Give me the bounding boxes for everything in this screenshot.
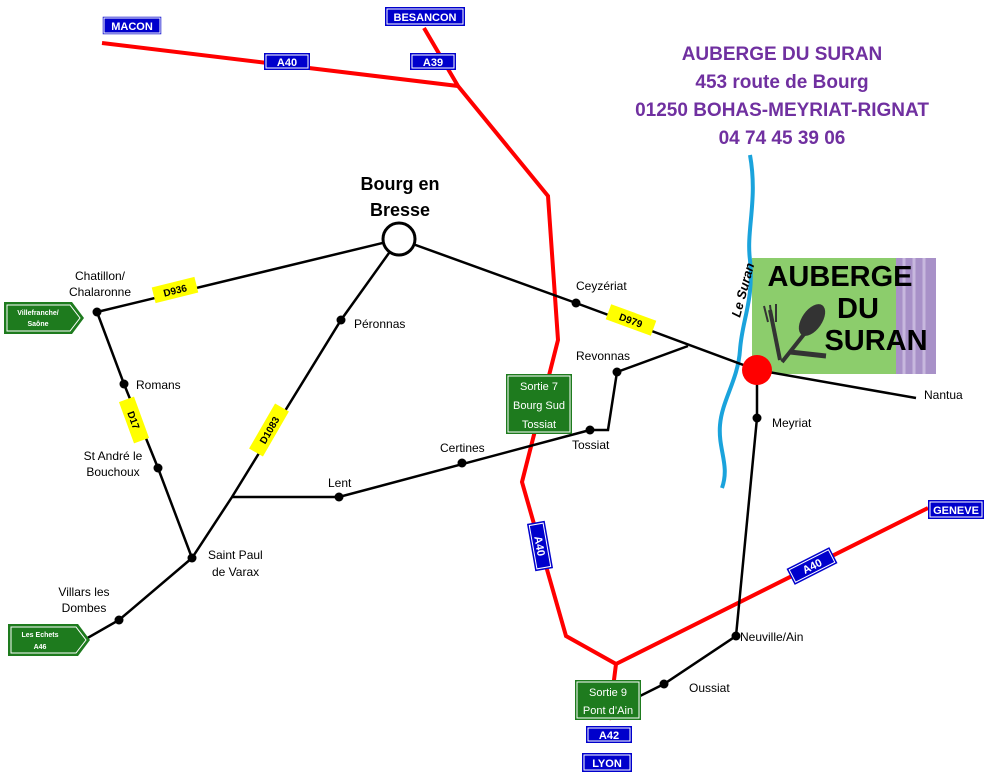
logo-line2: DU xyxy=(837,293,879,325)
svg-text:A40: A40 xyxy=(531,535,546,557)
sign-exit-9: Sortie 9 Pont d’Ain xyxy=(575,680,641,720)
label-chatillon-line2: Chalaronne xyxy=(69,285,131,299)
svg-text:Villefranche/: Villefranche/ xyxy=(17,310,59,317)
dot-peronnas xyxy=(336,315,346,325)
sign-d979: D979 xyxy=(605,304,657,336)
label-meyriat: Meyriat xyxy=(772,416,812,430)
cutlery-icon xyxy=(763,304,827,364)
svg-text:A40: A40 xyxy=(277,57,297,69)
a40-east-highway xyxy=(615,506,929,666)
dot-certines xyxy=(457,458,467,468)
svg-text:A39: A39 xyxy=(423,57,443,69)
label-tossiat: Tossiat xyxy=(572,438,610,452)
auberge-logo: AUBERGE DU SURAN xyxy=(752,258,936,374)
dot-oussiat xyxy=(659,679,669,689)
dot-neuville xyxy=(731,631,741,641)
address-name: AUBERGE DU SURAN xyxy=(682,44,883,65)
sign-lyon: LYON xyxy=(582,753,632,772)
label-certines: Certines xyxy=(440,441,485,455)
sign-macon: MACON xyxy=(101,15,163,36)
address-block: AUBERGE DU SURAN 453 route de Bourg 0125… xyxy=(635,44,929,149)
label-neuville: Neuville/Ain xyxy=(740,630,803,644)
sign-villefranche: Villefranche/ Saône xyxy=(4,302,84,334)
label-saint-paul-line2: de Varax xyxy=(212,565,259,579)
road-d979 xyxy=(398,237,917,400)
label-oussiat: Oussiat xyxy=(689,681,730,695)
label-villars-line2: Dombes xyxy=(62,601,107,615)
dot-saint-paul xyxy=(187,553,197,563)
svg-text:LYON: LYON xyxy=(592,758,622,770)
label-bourg-line2: Bresse xyxy=(370,200,430,220)
dot-revonnas xyxy=(612,367,622,377)
label-chatillon-line1: Chatillon/ xyxy=(75,269,126,283)
label-lent: Lent xyxy=(328,476,352,490)
road-d1083 xyxy=(83,238,401,642)
svg-text:Bourg Sud: Bourg Sud xyxy=(513,400,565,412)
svg-text:A46: A46 xyxy=(34,644,47,651)
svg-text:A42: A42 xyxy=(599,730,619,742)
svg-text:Les Echets: Les Echets xyxy=(22,632,59,639)
address-city: 01250 BOHAS-MEYRIAT-RIGNAT xyxy=(635,100,929,121)
sign-besancon: BESANCON xyxy=(385,7,465,26)
sign-a40-east: A40 xyxy=(786,547,838,585)
dot-tossiat xyxy=(585,425,595,435)
svg-text:Tossiat: Tossiat xyxy=(522,419,556,431)
svg-text:Sortie 7: Sortie 7 xyxy=(520,381,558,393)
address-phone: 04 74 45 39 06 xyxy=(719,128,846,149)
svg-text:BESANCON: BESANCON xyxy=(394,12,457,24)
road-lent xyxy=(232,428,591,499)
sign-a40-mid: A40 xyxy=(526,520,554,572)
svg-text:Sortie 9: Sortie 9 xyxy=(589,687,627,699)
label-saint-paul-line1: Saint Paul xyxy=(208,548,263,562)
town-dots xyxy=(92,298,762,689)
label-peronnas: Péronnas xyxy=(354,317,405,331)
label-st-andre-line1: St André le xyxy=(84,449,143,463)
sign-d1083: D1083 xyxy=(249,403,289,457)
dot-meyriat xyxy=(752,413,762,423)
dot-lent xyxy=(334,492,344,502)
svg-text:Saône: Saône xyxy=(27,321,48,328)
dot-villars xyxy=(114,615,124,625)
dot-chatillon xyxy=(92,307,102,317)
sign-les-echets: Les Echets A46 xyxy=(8,624,90,656)
svg-text:Pont d’Ain: Pont d’Ain xyxy=(583,705,633,717)
auberge-destination-marker[interactable] xyxy=(742,355,772,385)
road-revonnas xyxy=(590,344,689,432)
svg-text:MACON: MACON xyxy=(111,21,153,33)
label-villars-line1: Villars les xyxy=(58,585,109,599)
bourg-en-bresse-marker xyxy=(381,221,417,257)
sign-a39: A39 xyxy=(410,53,456,70)
logo-line1: AUBERGE xyxy=(767,261,912,293)
sign-d17: D17 xyxy=(118,396,150,444)
road-d936 xyxy=(96,237,400,314)
dot-st-andre xyxy=(153,463,163,473)
label-ceyzeriat: Ceyzériat xyxy=(576,279,627,293)
dot-ceyzeriat xyxy=(571,298,581,308)
label-bourg-line1: Bourg en xyxy=(361,174,440,194)
sign-a40-north: A40 xyxy=(264,53,310,70)
label-nantua: Nantua xyxy=(924,388,963,402)
sign-d936: D936 xyxy=(151,276,199,304)
svg-text:GENEVE: GENEVE xyxy=(933,505,979,517)
dot-romans xyxy=(119,379,129,389)
road-meyriat xyxy=(619,370,759,708)
suran-river xyxy=(717,154,755,489)
label-st-andre-line2: Bouchoux xyxy=(86,465,139,479)
address-street: 453 route de Bourg xyxy=(695,72,868,93)
sign-exit-7: Sortie 7 Bourg Sud Tossiat xyxy=(506,374,572,434)
sign-a42: A42 xyxy=(586,726,632,743)
label-revonnas: Revonnas xyxy=(576,349,630,363)
label-romans: Romans xyxy=(136,378,181,392)
sign-geneve: GENEVE xyxy=(928,500,984,519)
logo-line3: SURAN xyxy=(824,325,927,357)
